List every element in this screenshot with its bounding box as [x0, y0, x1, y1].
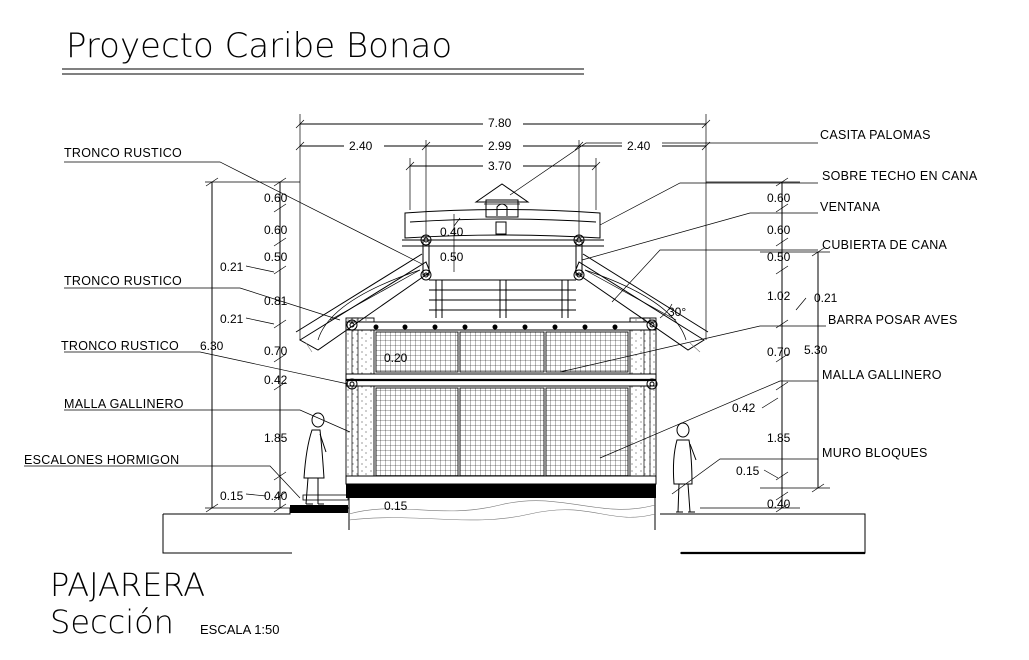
label-muro-bloques: MURO BLOQUES	[822, 446, 928, 460]
label-ventana: VENTANA	[820, 200, 881, 214]
drawing-subheading: Sección	[50, 603, 174, 641]
label-tronco-rustico-3: TRONCO RUSTICO	[61, 339, 179, 353]
dim-left-5: 0.81	[264, 294, 288, 308]
dim-inner-d: 0.15	[384, 499, 408, 513]
human-figure-left	[303, 412, 327, 505]
label-malla-gallinero-right: MALLA GALLINERO	[822, 368, 942, 382]
roof-angle: 30°	[668, 305, 686, 319]
label-tronco-rustico-1: TRONCO RUSTICO	[64, 146, 182, 160]
dim-left-1: 0.60	[264, 191, 288, 205]
dim-right-6: 0.70	[767, 345, 791, 359]
dim-right-8: 1.85	[767, 431, 791, 445]
left-labels: TRONCO RUSTICO TRONCO RUSTICO TRONCO RUS…	[24, 146, 184, 467]
dim-inner-span: 3.70	[488, 159, 512, 173]
dim-left-overall: 6.30	[200, 339, 224, 353]
dim-left-6: 0.21	[220, 312, 244, 326]
dim-left-7: 0.70	[264, 344, 288, 358]
dim-inner-b: 0.50	[440, 250, 464, 264]
dim-right-7: 0.42	[732, 401, 756, 415]
dim-left-2: 0.60	[264, 223, 288, 237]
dim-left-3: 0.50	[264, 250, 288, 264]
left-block-wall	[345, 317, 375, 485]
inner-dimensions: 0.40 0.50 0.20 0.15 30°	[384, 214, 686, 513]
dim-right-span: 2.40	[627, 139, 651, 153]
right-labels: CASITA PALOMAS SOBRE TECHO EN CANA VENTA…	[820, 128, 978, 460]
dim-left-span: 2.40	[349, 139, 373, 153]
dim-left-9: 1.85	[264, 431, 288, 445]
label-casita-palomas: CASITA PALOMAS	[820, 128, 931, 142]
dim-total-width: 7.80	[488, 116, 512, 130]
dim-right-2: 0.60	[767, 223, 791, 237]
dim-right-1: 0.60	[767, 191, 791, 205]
dim-left-8: 0.42	[264, 373, 288, 387]
dim-center-span: 2.99	[488, 139, 512, 153]
drawing-heading: PAJARERA	[50, 566, 205, 604]
label-barra-posar-aves: BARRA POSAR AVES	[828, 313, 958, 327]
leader-lines	[24, 142, 826, 499]
dim-inner-a: 0.40	[440, 225, 464, 239]
left-dimensions: 0.60 0.60 0.50 0.21 0.81 0.21 0.70 0.42 …	[200, 177, 300, 513]
dim-right-9: 0.15	[736, 464, 760, 478]
dim-left-11: 0.40	[264, 489, 288, 503]
label-escalones-hormigon: ESCALONES HORMIGON	[24, 453, 179, 467]
human-figure-right	[672, 422, 697, 513]
dim-right-5: 0.21	[814, 291, 838, 305]
floor-slab	[346, 484, 656, 498]
dim-right-4: 1.02	[767, 289, 791, 303]
dim-inner-c: 0.20	[384, 351, 408, 365]
dim-left-10: 0.15	[220, 489, 244, 503]
dim-right-overall: 5.30	[804, 343, 828, 357]
label-cubierta-cana: CUBIERTA DE CANA	[822, 238, 948, 252]
roof	[295, 183, 709, 353]
dim-right-10: 0.40	[767, 497, 791, 511]
label-tronco-rustico-2: TRONCO RUSTICO	[64, 274, 182, 288]
top-dimensions: 7.80 2.40 2.99 2.40 3.70	[295, 114, 711, 340]
project-title: Proyecto Caribe Bonao	[66, 26, 452, 66]
scale-label: ESCALA 1:50	[200, 622, 280, 637]
structure	[345, 234, 658, 485]
right-block-wall	[629, 317, 657, 485]
dim-right-3: 0.50	[767, 250, 791, 264]
concrete-step	[290, 505, 348, 513]
foundation	[162, 484, 866, 555]
label-malla-gallinero-left: MALLA GALLINERO	[64, 397, 184, 411]
label-sobre-techo: SOBRE TECHO EN CANA	[822, 169, 978, 183]
dim-left-4: 0.21	[220, 260, 244, 274]
right-dimensions: 0.60 0.60 0.50 1.02 0.21 0.70 0.42 1.85 …	[700, 177, 838, 513]
